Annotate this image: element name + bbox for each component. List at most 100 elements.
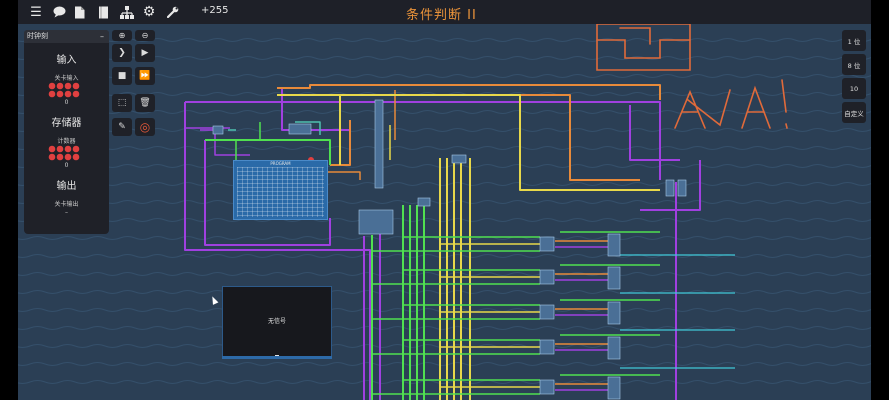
led-dot [72, 82, 80, 90]
output-section-title: 输出 [56, 181, 77, 192]
draw-button[interactable]: ✎ [112, 118, 132, 136]
background-wave [0, 326, 889, 330]
hierarchy-icon[interactable] [118, 3, 136, 21]
wire[interactable] [277, 84, 661, 100]
led-dot [64, 90, 72, 98]
gear-icon[interactable]: ⚙ [142, 4, 156, 20]
background-wave [0, 200, 889, 204]
led-dot [48, 153, 56, 161]
wire[interactable] [281, 88, 350, 131]
wrench-icon[interactable] [164, 3, 182, 21]
background-wave [0, 146, 889, 150]
play-button[interactable]: ▶ [135, 44, 155, 62]
clock-dropdown-value: 时钟刻 [27, 32, 48, 40]
output-chip[interactable] [665, 179, 675, 197]
input-section-title: 输入 [56, 55, 77, 66]
fast-forward-button[interactable]: ⏩ [135, 67, 155, 85]
wire[interactable] [330, 120, 351, 166]
play-icon: ▶ [141, 48, 149, 58]
gate-chip[interactable] [607, 301, 621, 325]
storage-led-grid [48, 145, 80, 161]
background-wave [0, 272, 889, 276]
wire[interactable] [410, 94, 640, 181]
gate-chip[interactable] [539, 269, 555, 285]
bit-1-button[interactable]: 1 位 [842, 30, 866, 51]
input-value: 0 [64, 99, 69, 106]
chat-icon[interactable] [50, 3, 68, 21]
logic-chip[interactable] [417, 197, 431, 207]
zoom-out-button[interactable]: ⊖ [135, 30, 155, 41]
background-wave [0, 254, 889, 258]
stop-button[interactable]: ■ [112, 67, 132, 85]
logic-chip[interactable] [212, 125, 224, 135]
background-wave [0, 164, 889, 168]
gate-chip[interactable] [539, 339, 555, 355]
credits-counter: +255 [201, 5, 229, 16]
connector-chip[interactable] [374, 99, 384, 189]
wire[interactable] [204, 140, 331, 246]
fast-forward-icon: ⏩ [139, 71, 151, 81]
popup-text: 无信号 [267, 318, 286, 325]
led-dot [48, 145, 56, 153]
step-button[interactable]: ❯ [112, 44, 132, 62]
storage-value: 0 [64, 162, 69, 169]
led-dot [56, 82, 64, 90]
wire[interactable] [640, 160, 701, 211]
wire[interactable] [205, 139, 331, 165]
book-icon[interactable] [94, 3, 112, 21]
input-led-grid [48, 82, 80, 98]
wire[interactable] [185, 101, 661, 180]
logic-chip[interactable] [451, 154, 467, 164]
gate-chip[interactable] [539, 236, 555, 252]
program-label: PROGRAM [270, 161, 291, 166]
clock-dropdown[interactable]: 时钟刻 – [24, 30, 109, 43]
storage-section-title: 存储器 [51, 118, 82, 129]
value-10-button[interactable]: 10 [842, 78, 866, 99]
logic-chip[interactable] [358, 209, 394, 235]
wire[interactable] [277, 94, 660, 191]
gate-chip[interactable] [607, 266, 621, 290]
delete-button[interactable]: 🗑 [135, 94, 155, 112]
led-dot [48, 82, 56, 90]
led-dot [72, 90, 80, 98]
record-button[interactable]: ◎ [135, 118, 155, 136]
gate-chip[interactable] [607, 376, 621, 400]
zoom-in-button[interactable]: ⊕ [112, 30, 132, 41]
gate-chip[interactable] [607, 233, 621, 257]
wire[interactable] [200, 129, 250, 156]
drawing-stroke [596, 23, 691, 71]
document-icon[interactable] [70, 3, 88, 21]
background-wave [0, 308, 889, 312]
step-icon: ❯ [118, 48, 126, 58]
led-dot [48, 90, 56, 98]
output-chip[interactable] [677, 179, 687, 197]
gate-chip[interactable] [539, 379, 555, 395]
storage-section-subtitle: 计数器 [57, 138, 76, 145]
gate-chip[interactable] [607, 336, 621, 360]
wire[interactable] [295, 121, 321, 135]
wire[interactable] [184, 102, 371, 400]
stop-icon: ■ [117, 71, 127, 81]
wire[interactable] [629, 105, 680, 161]
led-dot [72, 145, 80, 153]
drawing-stroke [741, 85, 771, 129]
select-icon: ⬚ [117, 98, 127, 108]
led-dot [64, 153, 72, 161]
background-wave [0, 380, 889, 384]
gate-chip[interactable] [539, 304, 555, 320]
logic-chip[interactable] [288, 123, 312, 135]
level-title: 条件判断 II [406, 8, 477, 23]
background-wave [0, 182, 889, 186]
popup-bar [222, 356, 332, 359]
led-dot [56, 90, 64, 98]
background-wave [0, 344, 889, 348]
menu-icon[interactable]: ☰ [30, 4, 42, 20]
led-dot [64, 145, 72, 153]
bit-8-button[interactable]: 8 位 [842, 54, 866, 75]
program-component[interactable]: PROGRAM [233, 160, 328, 220]
custom-button[interactable]: 自定义 [842, 102, 866, 123]
led-dot [64, 82, 72, 90]
select-button[interactable]: ⬚ [112, 94, 132, 112]
